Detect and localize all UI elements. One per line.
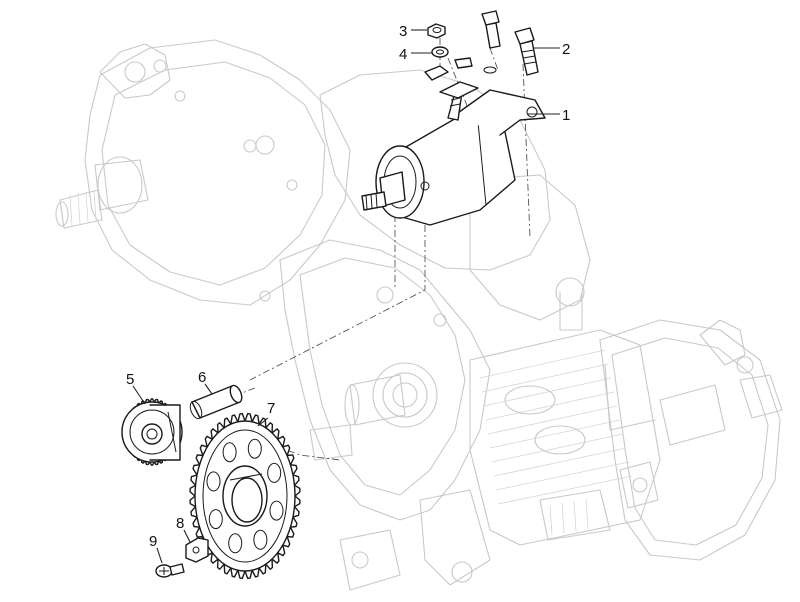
callout-6: 6 [198, 369, 213, 395]
callout-6-label: 6 [198, 369, 206, 386]
starter-ring-gear [189, 412, 301, 580]
gear-hole [253, 529, 268, 550]
callout-8: 8 [176, 515, 191, 543]
starter-motor [361, 81, 546, 226]
callout-9: 9 [149, 533, 163, 564]
cable-terminal [424, 57, 473, 81]
callout-2-label: 2 [562, 41, 570, 58]
callout-4: 4 [399, 46, 432, 63]
callout-1-label: 1 [562, 107, 570, 124]
washer [431, 46, 449, 58]
gear-hole [267, 462, 282, 483]
callout-1: 1 [528, 107, 570, 124]
callout-7-label: 7 [267, 400, 275, 417]
hex-nut [427, 23, 446, 39]
retaining-plate [185, 537, 209, 563]
gear-pin [189, 384, 243, 420]
callout-3: 3 [399, 23, 427, 40]
callout-2: 2 [534, 41, 570, 58]
idle-gear [121, 398, 183, 466]
callout-9-label: 9 [149, 533, 157, 550]
callout-7: 7 [257, 400, 275, 427]
callout-4-label: 4 [399, 46, 407, 63]
bracket-screw [481, 10, 501, 74]
gear-hole [228, 533, 243, 554]
engine-housing-outline [55, 39, 783, 591]
gear-hole [269, 500, 284, 521]
gear-hole [206, 471, 221, 492]
fixing-screw [155, 563, 185, 578]
callout-5-label: 5 [126, 371, 134, 388]
starter-fixing-screw [514, 27, 539, 76]
gear-hole [208, 509, 223, 530]
callout-8-label: 8 [176, 515, 184, 532]
gear-hole [222, 442, 237, 463]
callout-5: 5 [126, 371, 146, 405]
gear-hole [247, 438, 262, 459]
callout-3-label: 3 [399, 23, 407, 40]
